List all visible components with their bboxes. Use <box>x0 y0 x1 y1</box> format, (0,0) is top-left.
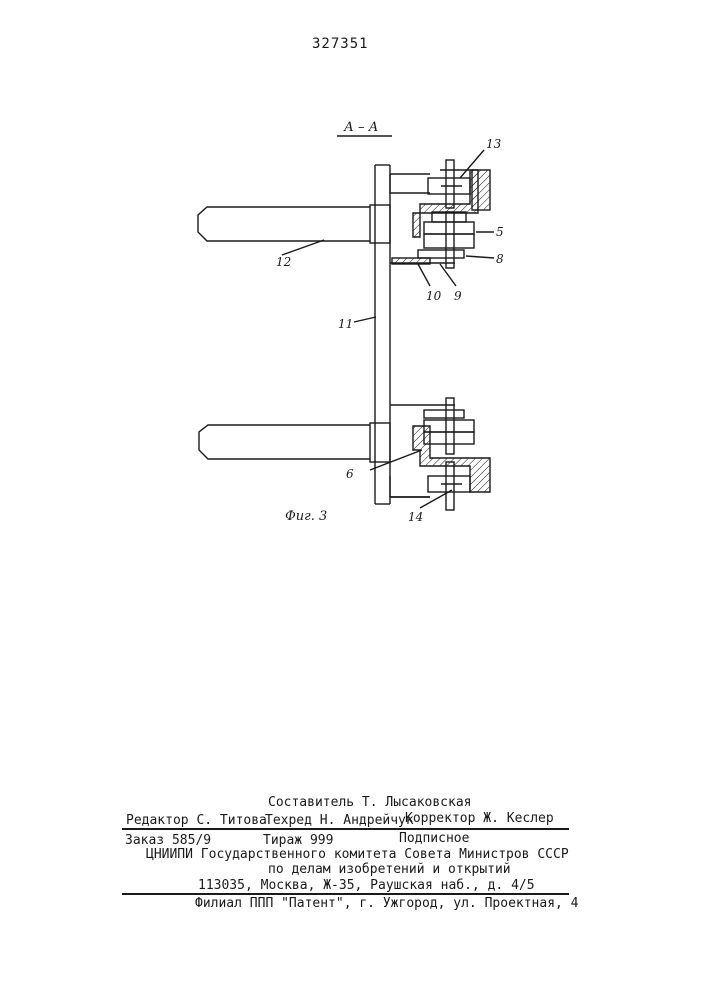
part-label-5: 5 <box>496 225 504 239</box>
fork-tine-upper <box>198 205 390 243</box>
imprint-circulation: Тираж 999 <box>263 833 333 848</box>
imprint-branch: Филиал ППП "Патент", г. Ужгород, ул. Про… <box>195 896 579 911</box>
section-label: А – А <box>343 120 378 135</box>
imprint-techred: Техред Н. Андрейчук <box>265 813 414 828</box>
part-label-9: 9 <box>454 289 462 303</box>
imprint-rule-top <box>122 828 569 830</box>
part-label-12: 12 <box>276 255 291 269</box>
part-label-13: 13 <box>486 137 502 151</box>
imprint-editor: Редактор С. Титова <box>126 813 267 828</box>
part-label-6: 6 <box>346 467 354 481</box>
imprint-corrector: Корректор Ж. Кеслер <box>405 811 554 826</box>
imprint-order: Заказ 585/9 <box>125 833 211 848</box>
imprint-org-line2: по делам изобретений и открытий <box>268 862 511 877</box>
imprint-rule-bottom <box>122 893 569 895</box>
part-label-10: 10 <box>426 289 442 303</box>
lower-roller-assembly <box>424 398 474 454</box>
technical-drawing-fig3: А – А <box>0 0 707 560</box>
imprint-org-line1: ЦНИИПИ Государственного комитета Совета … <box>146 847 569 862</box>
upper-guide-channel <box>390 160 490 237</box>
imprint-address: 113035, Москва, Ж-35, Раушская наб., д. … <box>198 878 535 893</box>
part-label-8: 8 <box>496 252 504 266</box>
imprint-subscription: Подписное <box>399 831 469 846</box>
part-label-14: 14 <box>408 510 423 524</box>
fork-tine-lower <box>199 423 390 462</box>
upper-roller-assembly <box>392 212 474 268</box>
figure-caption: Фиг. 3 <box>285 509 327 524</box>
imprint-composer: Составитель Т. Лысаковская <box>268 795 472 810</box>
part-label-11: 11 <box>338 317 353 331</box>
